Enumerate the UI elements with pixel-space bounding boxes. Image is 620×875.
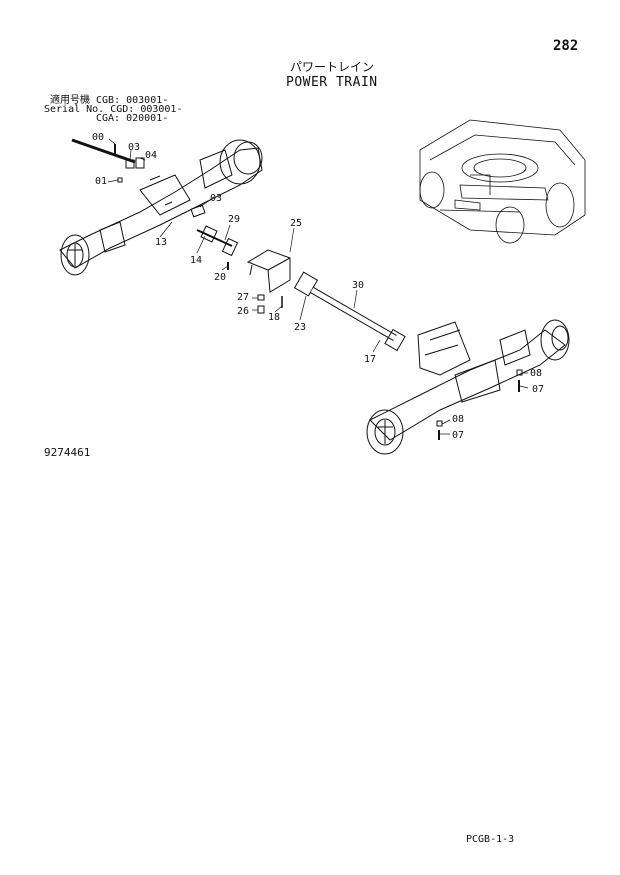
propeller-shaft (293, 271, 406, 352)
serial-line-1: 適用号機 CGB: 003001- (50, 95, 169, 106)
callout-18: 18 (268, 312, 280, 323)
callout-04: 04 (145, 150, 157, 161)
callout-03: 03 (128, 142, 140, 153)
callout-labels: 00 03 04 01 03 29 13 14 20 25 27 26 18 2… (92, 132, 544, 441)
callout-07: 07 (532, 384, 544, 395)
callout-01: 01 (95, 176, 107, 187)
callout-17: 17 (364, 354, 376, 365)
machine-overview-inset (419, 119, 586, 244)
callout-14: 14 (190, 255, 202, 266)
callout-00: 00 (92, 132, 104, 143)
callout-08: 08 (530, 368, 542, 379)
callout-23: 23 (294, 322, 306, 333)
callout-25: 25 (290, 218, 302, 229)
callout-07-lower: 07 (452, 430, 464, 441)
leader-lines (107, 138, 529, 435)
callout-20: 20 (214, 272, 226, 283)
page-title-japanese: パワートレイン (290, 60, 375, 74)
callout-30: 30 (352, 280, 364, 291)
drive-shaft-front (196, 225, 239, 270)
callout-13: 13 (155, 237, 167, 248)
bracket-hardware (257, 294, 283, 314)
support-bracket (246, 249, 291, 293)
callout-26: 26 (237, 306, 249, 317)
serial-line-3: CGA: 020001- (96, 113, 169, 124)
callout-03-lower: 03 (210, 193, 222, 204)
page-number: 282 (553, 38, 579, 54)
serial-line-2: Serial No. CGD: 003001- (44, 104, 183, 115)
callout-08-lower: 08 (452, 414, 464, 425)
page-title: POWER TRAIN (286, 75, 378, 90)
front-small-parts (114, 144, 206, 218)
drawing-number: 9274461 (44, 446, 91, 459)
rear-hardware (436, 369, 523, 440)
front-axle-assembly (59, 138, 263, 276)
callout-29: 29 (228, 214, 240, 225)
page-code: PCGB-1-3 (466, 834, 515, 845)
rear-axle-assembly (366, 319, 570, 455)
callout-27: 27 (237, 292, 249, 303)
